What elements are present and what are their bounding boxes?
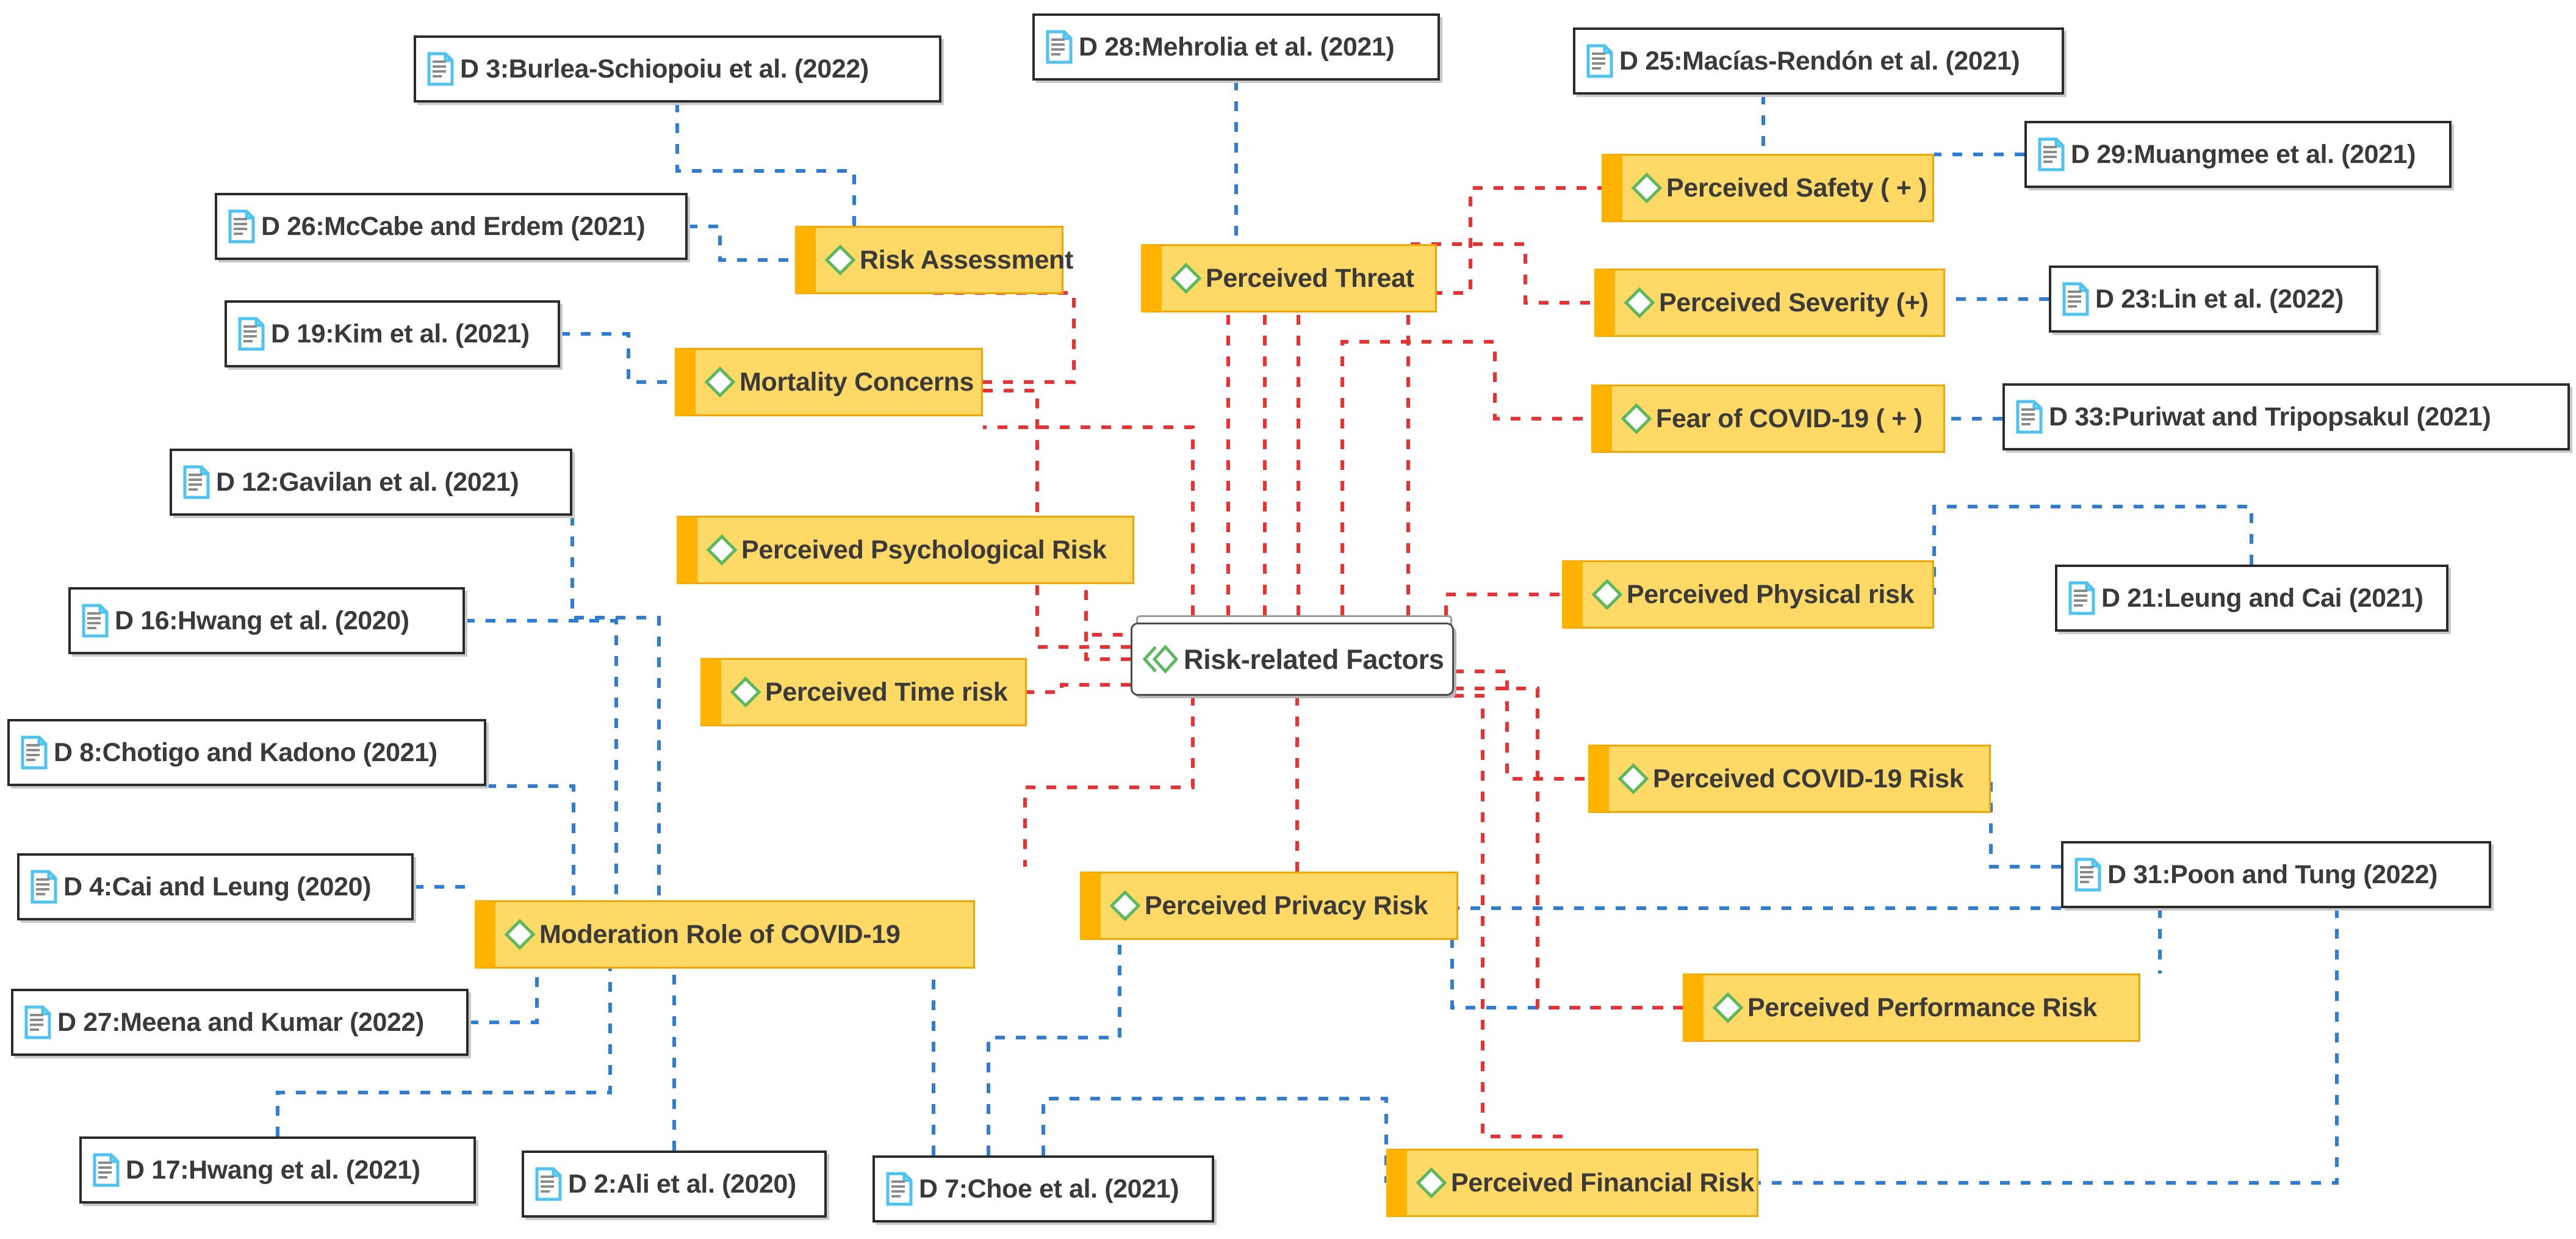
document-icon [228, 209, 255, 244]
diamond-icon [730, 676, 761, 708]
document-node-label: D 19:Kim et al. (2021) [271, 319, 530, 349]
diamond-icon [1712, 992, 1744, 1024]
document-icon [82, 604, 109, 638]
document-node-d29[interactable]: D 29:Muangmee et al. (2021) [2024, 121, 2452, 188]
diamond-icon [1170, 262, 1202, 294]
document-node-d12[interactable]: D 12:Gavilan et al. (2021) [170, 449, 572, 516]
diamond-icon [1109, 890, 1141, 922]
document-node-d3[interactable]: D 3:Burlea-Schiopoiu et al. (2022) [414, 35, 941, 103]
central-node-label: Risk-related Factors [1184, 643, 1444, 675]
code-node-moderation-role-of-covid19[interactable]: Moderation Role of COVID-19 [475, 900, 975, 969]
diamond-icon [824, 244, 856, 276]
document-node-label: D 12:Gavilan et al. (2021) [216, 467, 519, 497]
document-node-d31[interactable]: D 31:Poon and Tung (2022) [2061, 841, 2491, 908]
document-icon [886, 1172, 913, 1206]
code-node-perceived-covid19-risk[interactable]: Perceived COVID-19 Risk [1588, 745, 1991, 813]
diamond-icon [1617, 763, 1649, 795]
document-icon [535, 1167, 562, 1201]
code-node-perceived-privacy-risk[interactable]: Perceived Privacy Risk [1080, 872, 1458, 940]
document-node-label: D 2:Ali et al. (2020) [568, 1169, 796, 1199]
document-node-label: D 3:Burlea-Schiopoiu et al. (2022) [460, 54, 869, 84]
document-node-label: D 23:Lin et al. (2022) [2095, 284, 2344, 314]
document-node-d25[interactable]: D 25:Macías-Rendón et al. (2021) [1573, 27, 2064, 95]
code-node-label: Perceived Performance Risk [1747, 992, 2098, 1022]
document-node-d16[interactable]: D 16:Hwang et al. (2020) [68, 587, 465, 654]
code-node-label: Perceived Severity (+) [1659, 287, 1929, 317]
document-node-d19[interactable]: D 19:Kim et al. (2021) [225, 300, 560, 367]
code-node-label: Mortality Concerns [739, 367, 974, 397]
code-node-label: Perceived Threat [1206, 263, 1414, 293]
code-node-fear-of-covid19[interactable]: Fear of COVID-19 ( + ) [1591, 385, 1945, 453]
diamond-icon [1591, 579, 1623, 610]
document-node-d7[interactable]: D 7:Choe et al. (2021) [872, 1155, 1214, 1223]
document-icon [1586, 44, 1613, 78]
document-node-label: D 31:Poon and Tung (2022) [2107, 859, 2438, 889]
document-node-label: D 4:Cai and Leung (2020) [63, 872, 372, 901]
document-icon [21, 735, 48, 770]
document-icon [2068, 581, 2095, 615]
document-node-label: D 27:Meena and Kumar (2022) [57, 1007, 424, 1037]
diamond-icon [1621, 403, 1652, 435]
document-icon [2038, 137, 2065, 172]
document-node-d17[interactable]: D 17:Hwang et al. (2021) [79, 1136, 476, 1204]
diamond-icon [706, 534, 738, 566]
document-node-label: D 33:Puriwat and Tripopsakul (2021) [2049, 402, 2491, 432]
document-node-d26[interactable]: D 26:McCabe and Erdem (2021) [215, 193, 688, 260]
document-node-d2[interactable]: D 2:Ali et al. (2020) [522, 1150, 827, 1218]
code-node-mortality-concerns[interactable]: Mortality Concerns [675, 348, 983, 416]
code-node-perceived-threat[interactable]: Perceived Threat [1141, 244, 1437, 312]
document-icon [2074, 858, 2101, 892]
document-node-label: D 8:Chotigo and Kadono (2021) [54, 737, 437, 767]
document-node-label: D 16:Hwang et al. (2020) [115, 605, 409, 635]
code-node-perceived-safety[interactable]: Perceived Safety ( + ) [1602, 154, 1934, 222]
document-icon [2016, 400, 2043, 434]
code-node-risk-assessment[interactable]: Risk Assessment [795, 226, 1073, 294]
document-icon [31, 870, 57, 904]
code-node-label: Perceived Financial Risk [1451, 1168, 1755, 1197]
document-node-d21[interactable]: D 21:Leung and Cai (2021) [2055, 565, 2448, 632]
document-icon [2062, 282, 2089, 316]
code-node-label: Perceived Safety ( + ) [1666, 173, 1927, 203]
code-node-label: Perceived COVID-19 Risk [1653, 764, 1964, 793]
diamond-icon [1631, 172, 1663, 204]
document-node-d4[interactable]: D 4:Cai and Leung (2020) [17, 853, 414, 920]
code-node-label: Risk Assessment [860, 245, 1074, 275]
diamond-icon [704, 366, 736, 398]
code-node-perceived-psychological-risk[interactable]: Perceived Psychological Risk [677, 516, 1134, 584]
document-icon [1046, 30, 1073, 64]
document-icon [183, 465, 210, 499]
code-node-perceived-performance-risk[interactable]: Perceived Performance Risk [1683, 974, 2140, 1042]
document-node-label: D 28:Mehrolia et al. (2021) [1079, 32, 1395, 62]
document-node-label: D 17:Hwang et al. (2021) [126, 1155, 420, 1185]
code-node-label: Perceived Psychological Risk [741, 535, 1107, 565]
document-icon [93, 1153, 120, 1187]
code-node-label: Fear of COVID-19 ( + ) [1656, 403, 1923, 433]
diamond-icon [504, 919, 536, 950]
document-node-label: D 26:McCabe and Erdem (2021) [261, 211, 646, 241]
document-node-d8[interactable]: D 8:Chotigo and Kadono (2021) [7, 719, 486, 786]
double-diamond-icon [1142, 643, 1179, 675]
document-node-label: D 29:Muangmee et al. (2021) [2071, 139, 2416, 169]
code-node-label: Perceived Physical risk [1627, 579, 1915, 609]
document-node-label: D 21:Leung and Cai (2021) [2101, 583, 2423, 613]
code-node-label: Moderation Role of COVID-19 [539, 919, 901, 949]
central-node-risk-related-factors[interactable]: Risk-related Factors [1131, 623, 1454, 696]
diamond-icon [1624, 287, 1655, 319]
code-node-perceived-physical-risk[interactable]: Perceived Physical risk [1562, 560, 1934, 629]
document-node-d33[interactable]: D 33:Puriwat and Tripopsakul (2021) [2002, 383, 2570, 450]
code-node-perceived-financial-risk[interactable]: Perceived Financial Risk [1386, 1149, 1758, 1217]
document-icon [24, 1005, 51, 1039]
document-icon [427, 52, 454, 86]
document-node-label: D 7:Choe et al. (2021) [919, 1174, 1179, 1204]
diamond-icon [1416, 1167, 1447, 1199]
document-node-d27[interactable]: D 27:Meena and Kumar (2022) [11, 989, 469, 1056]
document-node-label: D 25:Macías-Rendón et al. (2021) [1619, 46, 2020, 76]
code-node-perceived-severity[interactable]: Perceived Severity (+) [1594, 269, 1945, 337]
document-icon [238, 317, 265, 351]
code-node-label: Perceived Time risk [765, 677, 1008, 707]
code-node-perceived-time-risk[interactable]: Perceived Time risk [700, 658, 1027, 726]
document-node-d23[interactable]: D 23:Lin et al. (2022) [2049, 266, 2378, 333]
code-node-label: Perceived Privacy Risk [1145, 890, 1428, 920]
document-node-d28[interactable]: D 28:Mehrolia et al. (2021) [1032, 13, 1440, 81]
